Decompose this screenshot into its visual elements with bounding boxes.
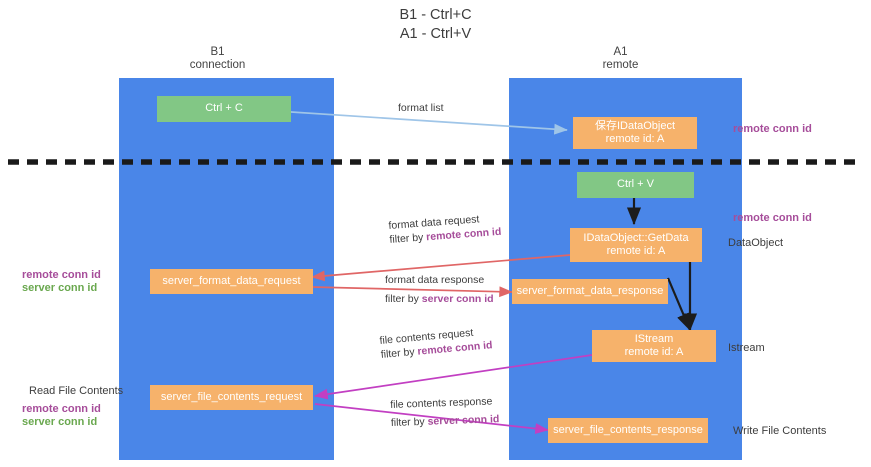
edge-emph-server-conn-id: server conn id bbox=[427, 413, 500, 428]
node-idataobject-getdata[interactable]: IDataObject::GetData remote id: A bbox=[570, 228, 702, 262]
edge-emph-remote-conn-id: remote conn id bbox=[425, 225, 502, 244]
edge-label-line1: format data response bbox=[385, 274, 485, 286]
annotation-dataobject: DataObject bbox=[728, 237, 784, 249]
edge-label-line2: filter by server conn id bbox=[385, 293, 494, 305]
annotation-istream: Istream bbox=[728, 342, 765, 354]
annotation-left-server-conn-id: server conn id bbox=[22, 282, 98, 294]
edge-label-file-contents-request: file contents request filter by remote c… bbox=[379, 324, 493, 362]
page-title: B1 - Ctrl+C A1 - Ctrl+V bbox=[399, 7, 472, 42]
lane-header-a1: A1 remote bbox=[602, 46, 639, 71]
edge-emph-server-conn-id: server conn id bbox=[421, 293, 494, 305]
annotation-remote-conn-id-mid: remote conn id bbox=[733, 212, 812, 224]
lane-header-b1: B1 connection bbox=[189, 46, 246, 71]
node-istream[interactable]: IStream remote id: A bbox=[592, 330, 716, 362]
edge-label-line2: filter by server conn id bbox=[390, 413, 500, 429]
edge-label-format-data-request: format data request filter by remote con… bbox=[388, 211, 502, 247]
annotation-left-server-conn-id-2: server conn id bbox=[22, 416, 98, 428]
node-save-idataobject[interactable]: 保存IDataObject remote id: A bbox=[573, 117, 697, 149]
annotation-left-remote-conn-id-2: remote conn id bbox=[22, 403, 101, 415]
edge-label-file-contents-response: file contents response filter by server … bbox=[390, 394, 500, 430]
annotation-remote-conn-id-top: remote conn id bbox=[733, 123, 812, 135]
annotation-left-remote-conn-id: remote conn id bbox=[22, 269, 101, 281]
edge-label-format-list: format list bbox=[398, 102, 444, 114]
node-ctrl-v[interactable]: Ctrl + V bbox=[577, 172, 694, 198]
annotation-write-file-contents: Write File Contents bbox=[733, 425, 827, 437]
annotation-read-file-contents: Read File Contents bbox=[29, 385, 124, 397]
node-server-file-contents-response[interactable]: server_file_contents_response bbox=[548, 418, 708, 443]
node-server-file-contents-request[interactable]: server_file_contents_request bbox=[150, 385, 313, 410]
node-ctrl-c[interactable]: Ctrl + C bbox=[157, 96, 291, 122]
node-server-format-data-response[interactable]: server_format_data_response bbox=[512, 279, 668, 304]
node-server-format-data-request[interactable]: server_format_data_request bbox=[150, 269, 313, 294]
edge-label-line1: file contents response bbox=[390, 395, 493, 411]
edge-label-format-data-response: format data response filter by server co… bbox=[385, 273, 494, 306]
